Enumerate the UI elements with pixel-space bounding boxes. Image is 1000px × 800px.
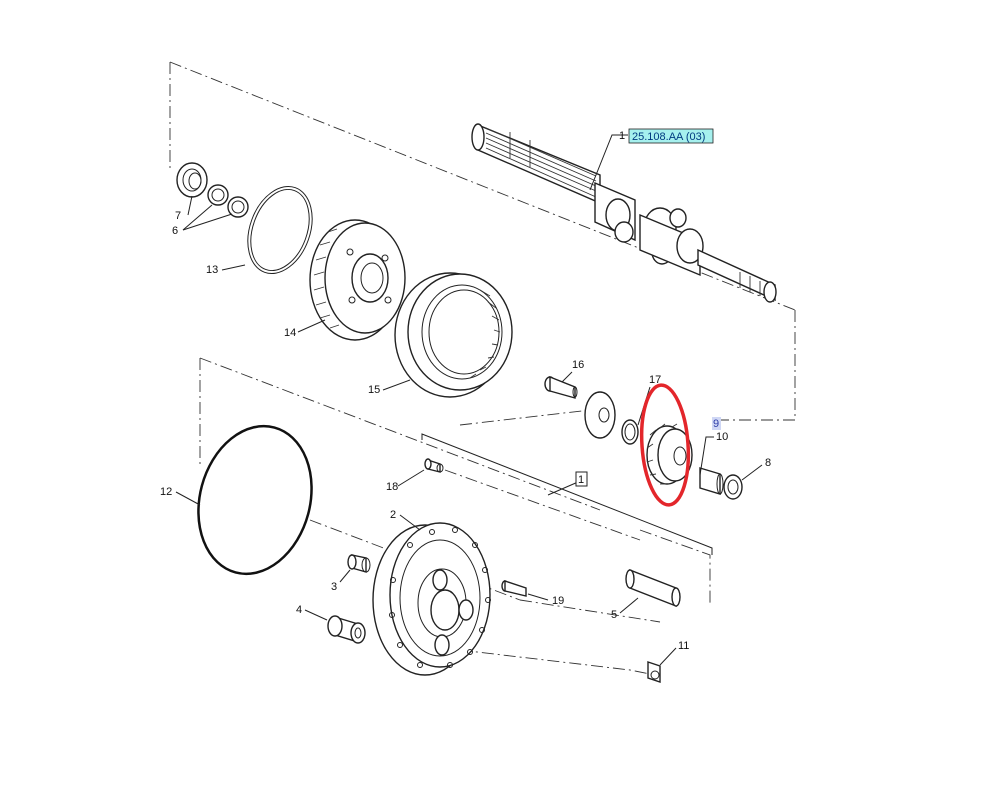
bushing-part-4: [327, 615, 366, 644]
callout-16: 16: [572, 359, 584, 371]
callout-11: 11: [678, 640, 689, 652]
highlight-circle: [639, 383, 691, 507]
callout-9: 9: [713, 418, 719, 430]
thrust-washer-part-17: [584, 391, 639, 445]
reference-label[interactable]: 25.108.AA (03): [628, 128, 714, 144]
assembly-bracket: [421, 433, 713, 555]
washer-part-8: [723, 474, 743, 500]
leader-lines: [175, 134, 763, 666]
callout-18: 18: [386, 481, 398, 493]
callout-17: 17: [649, 374, 661, 386]
callout-13: 13: [206, 264, 218, 276]
bolt-part-19: [501, 580, 527, 597]
o-ring-part-12: [197, 424, 313, 576]
callout-1: 1: [619, 130, 625, 142]
planet-gear-part-9: [646, 423, 693, 485]
hub-gear-part-14: [309, 219, 406, 341]
callout-10: 10: [716, 431, 728, 443]
shaft-pin-part-5: [625, 568, 681, 608]
pin-part-10: [699, 467, 724, 495]
ring-gear-part-15: [394, 272, 513, 398]
snap-rings-part-6: [207, 184, 249, 218]
callout-5: 5: [611, 609, 617, 621]
callout-2: 2: [390, 509, 396, 521]
large-snap-ring-part-13: [247, 185, 313, 275]
callout-labels: 1 1 2 3 4 5 6 7 8 9 10 11 12 13 14 15 16…: [160, 130, 771, 652]
carrier-flange-part-2: [372, 522, 491, 676]
callout-12: 12: [160, 486, 172, 498]
callout-3: 3: [331, 581, 337, 593]
callout-4: 4: [296, 604, 302, 616]
reference-label-text: 25.108.AA (03): [632, 131, 705, 143]
callout-6: 6: [172, 225, 178, 237]
callout-19: 19: [552, 595, 564, 607]
callout-7: 7: [175, 210, 181, 222]
dowel-part-18: [424, 458, 444, 473]
screw-part-11: [647, 661, 661, 683]
bolt-part-16: [544, 375, 578, 399]
pin-part-3: [347, 554, 371, 573]
callout-8: 8: [765, 457, 771, 469]
callout-1-lower: 1: [578, 474, 584, 486]
axle-shaft-part-1: [471, 123, 777, 303]
callout-14: 14: [284, 327, 296, 339]
callout-15: 15: [368, 384, 380, 396]
seal-part-7: [176, 162, 208, 198]
